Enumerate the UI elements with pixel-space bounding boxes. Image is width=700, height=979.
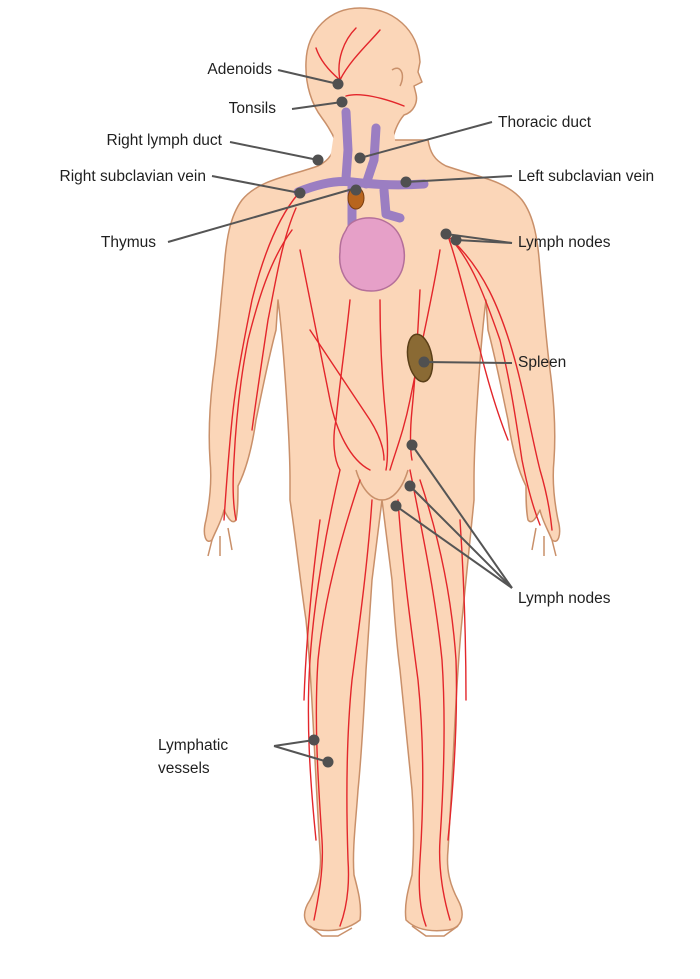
lymphatic-vessel-network [223,27,553,927]
inguinal-node-marker-3 [390,500,402,512]
heart [338,217,406,292]
label-lymph-nodes-upper: Lymph nodes [518,234,611,251]
label-lymphatic-vessels: Lymphatic vessels [158,736,228,778]
thymus-marker [350,184,362,196]
adenoids-marker [332,78,344,90]
label-tonsils: Tonsils [228,100,276,117]
label-spleen: Spleen [518,354,567,371]
label-right-lymph-duct: Right lymph duct [106,132,222,149]
thoracic-duct-marker [354,152,366,164]
axillary-node-marker-1 [440,228,452,240]
label-adenoids: Adenoids [207,61,272,78]
label-lymphatic-vessels-line1: Lymphatic [158,737,229,754]
inguinal-node-marker-2 [404,480,416,492]
right-subclavian-vein-marker [294,187,306,199]
node-markers [294,78,462,768]
right-lymph-duct-marker [312,154,324,166]
label-left-subclavian-vein: Left subclavian vein [518,168,655,185]
label-lymphatic-vessels-line2: vessels [158,760,210,777]
label-thoracic-duct: Thoracic duct [498,114,592,131]
lymphatic-vessel-marker-2 [322,756,334,768]
label-right-subclavian-vein: Right subclavian vein [59,168,206,185]
lymphatic-vessel-marker-1 [308,734,320,746]
spleen-marker [418,356,430,368]
axillary-node-marker-2 [450,234,462,246]
spleen-organ [406,333,434,383]
inguinal-node-marker-1 [406,439,418,451]
leader-lines [167,69,513,763]
label-thymus: Thymus [100,234,156,251]
tonsils-marker [336,96,348,108]
label-lymph-nodes-lower: Lymph nodes [518,590,611,607]
left-subclavian-vein-marker [400,176,412,188]
